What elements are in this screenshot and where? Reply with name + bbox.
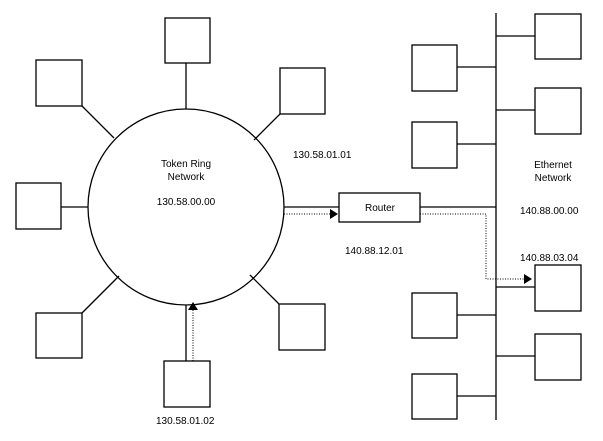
router-ethernet-address: 140.88.12.01 <box>345 246 404 257</box>
arrow-right-icon <box>524 274 532 284</box>
arrow-up-icon <box>188 302 198 310</box>
ethernet-station <box>496 13 582 60</box>
ethernet-station <box>411 121 496 169</box>
ring-station-left <box>15 182 88 230</box>
router-ring-address: 130.58.01.01 <box>293 150 352 161</box>
ring-station-source <box>163 305 211 408</box>
ethernet-station <box>496 333 582 381</box>
ethernet-station <box>411 44 496 92</box>
arrow-right-icon <box>330 209 338 219</box>
ring-station-top-left <box>35 59 115 139</box>
token-ring-title: Token Ring <box>161 159 211 170</box>
ring-station-bottom-right <box>249 274 326 351</box>
token-ring-address: 130.58.00.00 <box>157 197 216 208</box>
destination-host-address: 140.88.03.04 <box>520 253 579 264</box>
ring-station-top-right <box>253 67 326 141</box>
ring-station-top <box>164 17 211 109</box>
ethernet-station <box>496 87 582 135</box>
router-label: Router <box>365 203 396 214</box>
router-box[interactable] <box>338 192 421 223</box>
ethernet-station <box>411 292 496 339</box>
ethernet-station-destination <box>496 264 582 312</box>
ethernet-station <box>411 373 496 420</box>
ring-station-bottom-left <box>35 275 120 359</box>
ethernet-address: 140.88.00.00 <box>520 206 579 217</box>
source-host-address: 130.58.01.02 <box>156 416 215 427</box>
token-ring-subtitle: Network <box>168 172 206 183</box>
ethernet-subtitle: Network <box>535 173 573 184</box>
data-path <box>188 209 532 361</box>
ethernet-title: Ethernet <box>534 160 572 171</box>
